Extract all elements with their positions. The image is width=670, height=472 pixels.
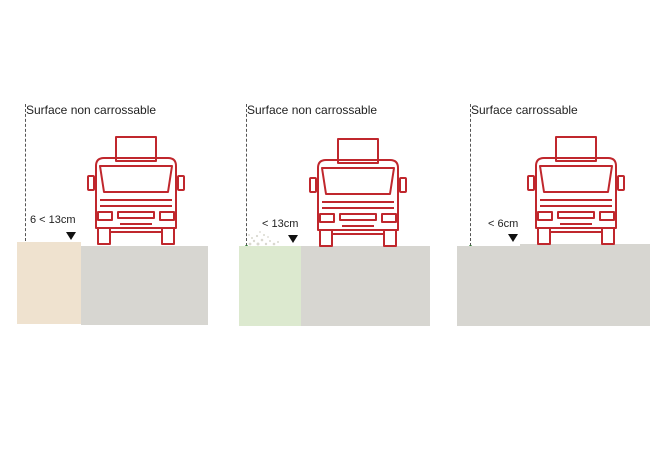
dashed-guide-line: [246, 104, 247, 246]
curb-height-label: < 13cm: [262, 218, 299, 230]
panel-label: Surface non carrossable: [247, 103, 378, 117]
dashed-guide-line: [470, 104, 471, 246]
curb-marker-triangle: [508, 234, 518, 242]
curb-height-label: 6 < 13cm: [30, 214, 76, 226]
curb-height-label: < 6cm: [488, 218, 519, 230]
panel-3: Surface carrossable < 6cm: [440, 0, 670, 472]
road-surface: [301, 246, 430, 326]
road-surface: [520, 244, 650, 326]
truck-front-icon: [527, 136, 625, 245]
panel-2: Surface non carrossable < 13cm: [220, 0, 440, 472]
panel-1: Surface non carrossable 6 < 13cm: [0, 0, 220, 472]
curb-marker-triangle: [288, 235, 298, 243]
road-surface: [457, 246, 520, 326]
truck-front-icon: [309, 138, 407, 247]
road-surface: [81, 246, 208, 325]
dashed-guide-line: [25, 104, 26, 246]
side-surface-grass: [239, 246, 301, 326]
panel-label: Surface non carrossable: [26, 103, 157, 117]
side-surface-sand: [17, 242, 81, 324]
truck-front-icon: [87, 136, 185, 245]
grass-texture: [248, 231, 279, 246]
curb-marker-triangle: [66, 232, 76, 240]
panel-label: Surface carrossable: [471, 103, 578, 117]
